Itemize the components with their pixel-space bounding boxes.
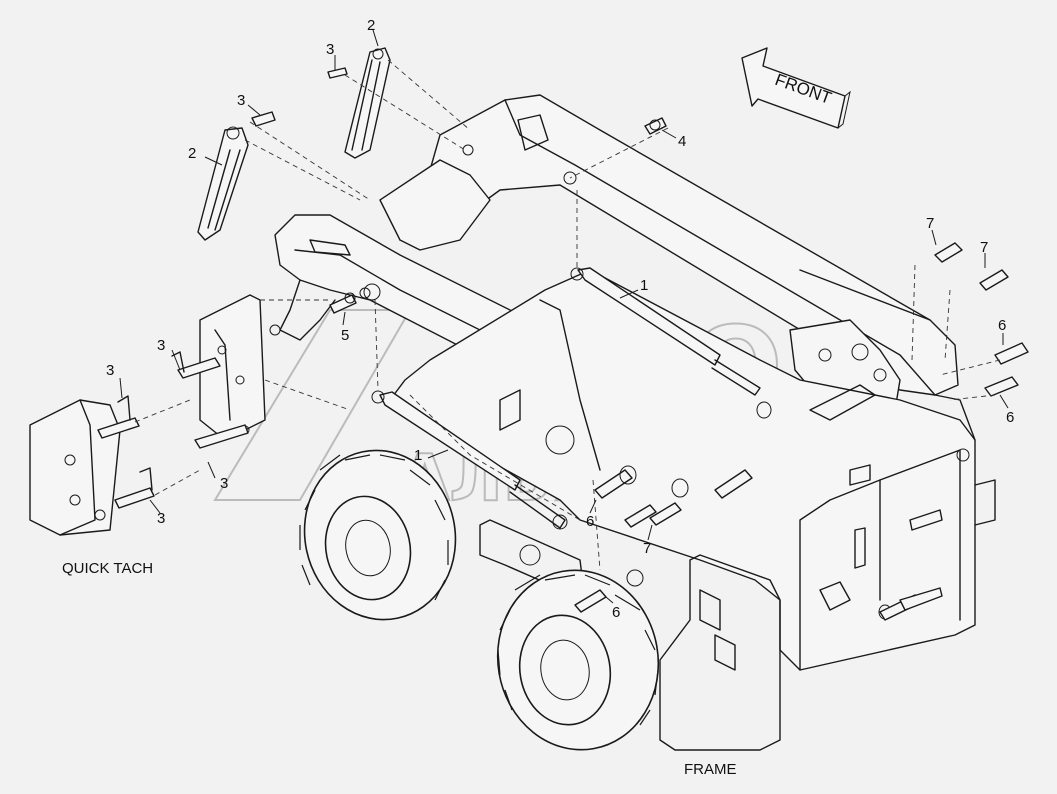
callout-leaders [119,29,1009,604]
callout-5: 5 [341,327,349,344]
tilt-cylinder-upper [327,47,391,159]
pin-4 [644,117,667,135]
callout-7-right-b: 7 [980,239,988,256]
callout-labels: 1 1 2 2 3 3 3 3 3 3 4 5 6 6 6 6 7 7 7 [106,17,1014,621]
callout-3-qt-bottom: 3 [157,510,165,527]
callout-6-center: 6 [586,513,594,530]
frame-caption: FRAME [684,761,737,778]
callout-1-lower-cylinder: 1 [414,447,422,464]
pin-5 [329,292,357,314]
callout-3-upper-pin: 3 [326,41,334,58]
quick-tach-assembly [29,294,266,536]
lift-cylinder-lower [371,390,568,530]
callout-7-right-a: 7 [926,215,934,232]
callout-6-bottom: 6 [612,604,620,621]
callout-4: 4 [678,133,686,150]
callout-2-upper-tilt-cylinder: 2 [367,17,375,34]
left-front-tyre [496,569,660,751]
callout-3-lower-pin: 3 [237,92,245,109]
callout-3-qt-mid: 3 [220,475,228,492]
pins [574,242,1029,621]
quick-tach-caption: QUICK TACH [62,560,153,577]
front-direction-arrow: FRONT [741,47,851,129]
left-rear-tyre [299,449,457,621]
callout-6-right-top: 6 [998,317,1006,334]
callout-7-center: 7 [643,540,651,557]
callout-3-qt-top: 3 [157,337,165,354]
callout-3-qt-left: 3 [106,362,114,379]
callout-6-right-bottom: 6 [1006,409,1014,426]
callout-2-lower-tilt-cylinder: 2 [188,145,196,162]
tilt-cylinder-lower [197,111,276,241]
lift-cylinder-upper [570,267,761,396]
callout-1-upper-cylinder: 1 [640,277,648,294]
leader-lines [134,59,1001,571]
